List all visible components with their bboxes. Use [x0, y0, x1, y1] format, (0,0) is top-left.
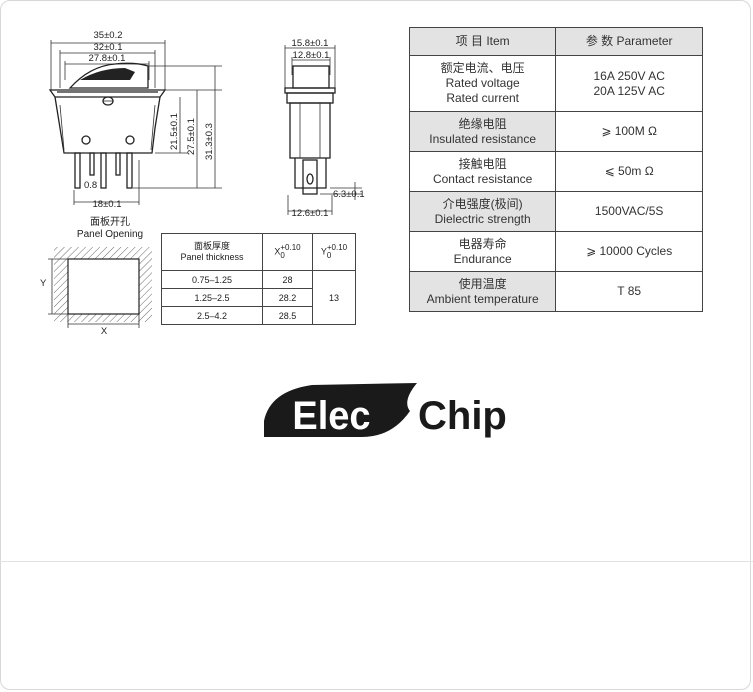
item-cell: 介电强度(极间) Dielectric strength [408, 191, 557, 232]
table-row: 2.5–4.2 28.5 [161, 306, 356, 325]
thickness-cell: 1.25–2.5 [161, 288, 263, 307]
logo-text-chip: Chip [418, 394, 507, 438]
table-row: 绝缘电阻 Insulated resistance ⩾ 100M Ω [408, 111, 703, 152]
y-tol-lower: 0 [326, 251, 332, 260]
dim-21-5: 21.5±0.1 [169, 113, 180, 150]
table-row: 介电强度(极间) Dielectric strength 1500VAC/5S [408, 191, 703, 232]
table-row: 使用温度 Ambient temperature T 85 [408, 271, 703, 312]
item-cell: 额定电流、电压 Rated voltage Rated current [408, 55, 557, 112]
item-en: Endurance [453, 251, 512, 266]
value-line: 20A 125V AC [593, 83, 665, 98]
x-tol-upper: +0.10 [280, 243, 301, 252]
table-row: 接触电阻 Contact resistance ⩽ 50m Ω [408, 151, 703, 192]
x-value-cell: 28 [262, 270, 313, 289]
panel-opening-title: 面板开孔 Panel Opening [60, 217, 160, 241]
front-view: 35±0.2 32±0.1 27.8±0.1 0.8 18±0.1 [48, 30, 222, 210]
x-header-letter: X [274, 246, 281, 257]
value-cell: ⩾ 100M Ω [555, 111, 703, 152]
switch-dimension-drawing: 35±0.2 32±0.1 27.8±0.1 0.8 18±0.1 [40, 30, 365, 337]
panel-thickness-header-cn: 面板厚度 [193, 241, 230, 251]
item-en: Rated voltage [445, 76, 520, 90]
x-value-cell: 28.2 [262, 288, 313, 307]
panel-opening-en: Panel Opening [76, 229, 144, 240]
item-cn: 绝缘电阻 [458, 116, 507, 131]
item-cn: 介电强度(极间) [442, 196, 523, 211]
value-cell: ⩾ 10000 Cycles [555, 231, 703, 272]
dim-27-8: 27.8±0.1 [89, 53, 126, 64]
dim-18: 18±0.1 [93, 199, 122, 210]
y-tol-upper: +0.10 [326, 243, 348, 252]
x-tol-lower: 0 [280, 251, 285, 260]
dim-12-8: 12.8±0.1 [293, 50, 330, 61]
axis-x-label: X [101, 326, 108, 337]
logo-text-elec: Elec [292, 394, 370, 438]
value-cell: T 85 [555, 271, 703, 312]
side-view: 15.8±0.1 12.8±0.1 6.3±0.1 12.6±0.1 [284, 38, 365, 219]
item-en: Rated current [446, 91, 520, 105]
panel-thickness-header: 面板厚度 Panel thickness [161, 233, 263, 271]
panel-thickness-header-en: Panel thickness [180, 252, 244, 262]
item-cn: 电器寿命 [458, 236, 507, 251]
y-value-cell: 13 [312, 270, 356, 325]
dim-27-5: 27.5±0.1 [186, 118, 197, 155]
specification-table: 项 目 Item 参 数 Parameter 额定电流、电压 Rated vol… [408, 27, 703, 312]
item-en: Dielectric strength [434, 211, 531, 226]
value-line: 16A 250V AC [593, 68, 665, 83]
dim-6-3: 6.3±0.1 [333, 189, 365, 200]
x-value-cell: 28.5 [262, 306, 313, 325]
dim-15-8: 15.8±0.1 [292, 38, 329, 49]
thickness-cell: 2.5–4.2 [161, 306, 263, 325]
item-en: Contact resistance [432, 171, 533, 186]
value-cell: ⩽ 50m Ω [555, 151, 703, 192]
dim-32: 32±0.1 [94, 42, 123, 53]
dim-31-3: 31.3±0.3 [204, 123, 215, 160]
panel-opening-diagram: X Y [40, 247, 152, 337]
item-header: 项 目 Item [408, 27, 557, 56]
dim-35: 35±0.2 [94, 30, 123, 41]
value-cell: 16A 250V AC 20A 125V AC [555, 55, 703, 112]
y-header-letter: Y [320, 246, 327, 257]
item-cell: 使用温度 Ambient temperature [408, 271, 557, 312]
dim-12-6: 12.6±0.1 [292, 208, 329, 219]
dim-0-8: 0.8 [84, 180, 97, 191]
item-cell: 绝缘电阻 Insulated resistance [408, 111, 557, 152]
item-cell: 电器寿命 Endurance [408, 231, 557, 272]
axis-y-label: Y [40, 278, 47, 289]
table-row: 额定电流、电压 Rated voltage Rated current 16A … [408, 55, 703, 112]
thickness-cell: 0.75–1.25 [161, 270, 263, 289]
item-cell: 接触电阻 Contact resistance [408, 151, 557, 192]
item-en: Ambient temperature [426, 291, 539, 306]
panel-opening-cn: 面板开孔 [90, 217, 130, 228]
item-en: Insulated resistance [429, 131, 537, 146]
item-cn: 额定电流、电压 [440, 61, 525, 75]
item-cn: 接触电阻 [458, 156, 507, 171]
elecchip-logo: Elec Chip [264, 383, 507, 438]
table-row: 1.25–2.5 28.2 [161, 288, 356, 307]
divider-line [0, 561, 753, 562]
parameter-header: 参 数 Parameter [555, 27, 703, 56]
table-row: 0.75–1.25 28 13 [161, 270, 356, 325]
value-cell: 1500VAC/5S [555, 191, 703, 232]
table-row: 电器寿命 Endurance ⩾ 10000 Cycles [408, 231, 703, 272]
logo-swoosh [264, 383, 417, 437]
item-cn: 使用温度 [458, 276, 507, 291]
